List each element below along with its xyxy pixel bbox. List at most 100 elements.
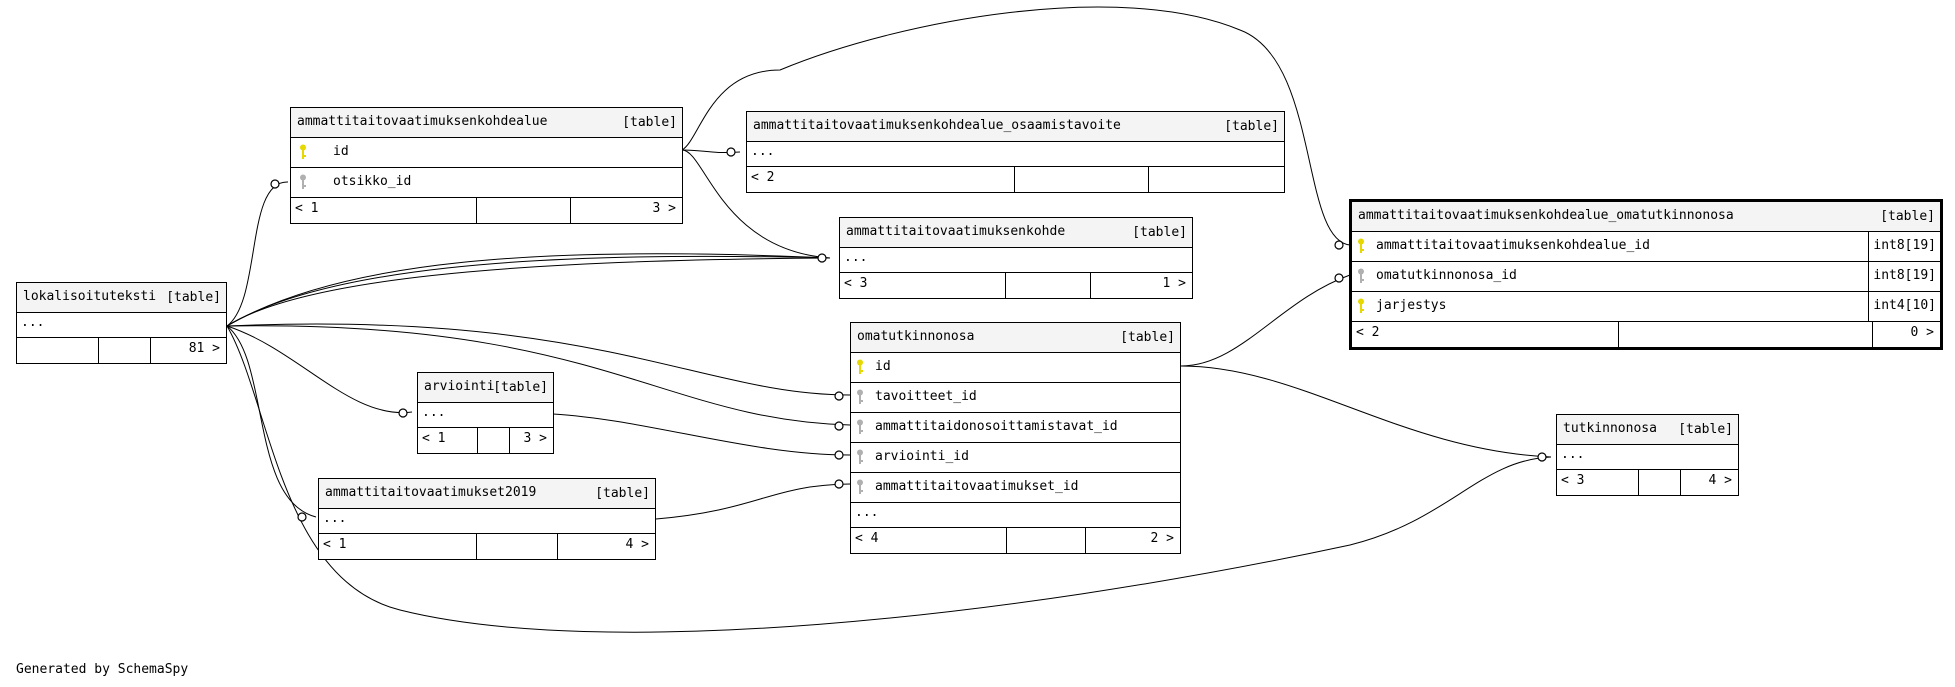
columns-ellipsis: ... xyxy=(747,142,1284,167)
crowfoot-circle xyxy=(726,147,736,157)
table-header: arviointi [table] xyxy=(418,373,553,403)
parents-count: < 4 xyxy=(855,531,879,546)
column-name: otsikko_id xyxy=(333,174,412,189)
table-type: [table] xyxy=(1120,330,1175,345)
table-footer: < 4 2 > xyxy=(851,528,1180,553)
table-name: omatutkinnonosa xyxy=(857,329,975,344)
key-icon xyxy=(857,479,863,494)
key-icon xyxy=(1358,268,1364,283)
column-type: int4[10] xyxy=(1868,292,1940,321)
generated-by-credit: Generated by SchemaSpy xyxy=(16,662,189,677)
table-name: ammattitaitovaatimuksenkohde xyxy=(846,224,1066,239)
table-footer: < 1 3 > xyxy=(418,428,553,453)
key-icon xyxy=(857,359,863,374)
edge-kohdealue-otsikko xyxy=(226,181,289,327)
parents-count: < 1 xyxy=(422,431,446,446)
key-icon xyxy=(1358,298,1364,313)
edge-lok-ammattitaitovaatimukset2019 xyxy=(226,325,317,518)
parents-count: < 1 xyxy=(295,201,319,216)
key-icon xyxy=(300,174,306,189)
edge-lok-kohde-1 xyxy=(226,257,831,327)
column-row: ammattitaidonosoittamistavat_id xyxy=(851,413,1180,443)
table-footer: < 1 4 > xyxy=(319,534,655,559)
table-header: ammattitaitovaatimuksenkohdealue_osaamis… xyxy=(747,112,1284,142)
column-row: jarjestys int4[10] xyxy=(1352,292,1940,322)
crowfoot-circle xyxy=(398,408,408,418)
table-kohde[interactable]: ammattitaitovaatimuksenkohde [table] ...… xyxy=(839,217,1193,299)
table-omatutkinnonosa[interactable]: omatutkinnonosa [table] id tavoitteet_id… xyxy=(850,322,1181,554)
children-count: 1 > xyxy=(1162,276,1186,291)
column-name: ammattitaitovaatimuksenkohdealue_id xyxy=(1376,238,1650,253)
edge-lok-kohde-3 xyxy=(226,253,831,327)
parents-count: < 3 xyxy=(844,276,868,291)
table-kohdealue[interactable]: ammattitaitovaatimuksenkohdealue [table]… xyxy=(290,107,683,224)
crowfoot-circle xyxy=(1334,273,1344,283)
key-icon xyxy=(1358,238,1364,253)
table-tutkinnonosa[interactable]: tutkinnonosa [table] ... < 3 4 > xyxy=(1556,414,1739,496)
children-count: 0 > xyxy=(1910,325,1934,340)
table-name: tutkinnonosa xyxy=(1563,421,1657,436)
edge-kohdealue-kohde xyxy=(681,149,831,259)
edge-kohdealue-link xyxy=(681,6,1351,246)
table-footer: < 3 4 > xyxy=(1557,470,1738,495)
table-type: [table] xyxy=(1678,422,1733,437)
crowfoot-circle xyxy=(817,253,827,263)
crowfoot-circle xyxy=(270,179,280,189)
edge-omatutkinnonosa-link xyxy=(1180,274,1351,367)
column-type: int8[19] xyxy=(1868,262,1940,291)
crowfoot-circle xyxy=(834,421,844,431)
edge-arviointi-omatutkinnonosa xyxy=(552,413,851,456)
column-row: id xyxy=(851,353,1180,383)
edge-lok-tutkinnonosa xyxy=(226,325,1552,633)
columns-ellipsis: ... xyxy=(840,248,1192,273)
table-ammattitaitovaatimukset2019[interactable]: ammattitaitovaatimukset2019 [table] ... … xyxy=(318,478,656,560)
columns-ellipsis: ... xyxy=(319,509,655,534)
key-icon xyxy=(300,144,306,159)
parents-count: < 1 xyxy=(323,537,347,552)
table-name: ammattitaitovaatimuksenkohdealue xyxy=(297,114,548,129)
table-arviointi[interactable]: arviointi [table] ... < 1 3 > xyxy=(417,372,554,454)
crowfoot-circle xyxy=(1334,240,1344,250)
table-name: arviointi xyxy=(424,379,495,394)
children-count: 3 > xyxy=(652,201,676,216)
table-type: [table] xyxy=(595,486,650,501)
parents-count: < 2 xyxy=(751,170,775,185)
table-type: [table] xyxy=(1224,119,1279,134)
children-count: 81 > xyxy=(188,341,220,356)
table-type: [table] xyxy=(622,115,677,130)
column-row: arviointi_id xyxy=(851,443,1180,473)
edge-lok-arviointi xyxy=(226,325,413,414)
column-row: otsikko_id xyxy=(291,168,682,198)
table-type: [table] xyxy=(1880,209,1935,224)
column-name: tavoitteet_id xyxy=(875,389,977,404)
parents-count: < 2 xyxy=(1356,325,1380,340)
column-name: omatutkinnonosa_id xyxy=(1376,268,1517,283)
table-lokalisoituteksti[interactable]: lokalisoituteksti [table] ... 81 > xyxy=(16,282,227,364)
column-row: ammattitaitovaatimuksenkohdealue_id int8… xyxy=(1352,232,1940,262)
table-header: tutkinnonosa [table] xyxy=(1557,415,1738,445)
table-footer: < 3 1 > xyxy=(840,273,1192,298)
table-name: lokalisoituteksti xyxy=(23,289,157,304)
crowfoot-circle xyxy=(297,512,307,522)
column-name: ammattitaidonosoittamistavat_id xyxy=(875,419,1118,434)
column-row: tavoitteet_id xyxy=(851,383,1180,413)
edge-omatutkinnonosa-tutkinnonosa xyxy=(1180,365,1552,458)
columns-ellipsis: ... xyxy=(1557,445,1738,470)
crowfoot-circle xyxy=(834,479,844,489)
table-header: ammattitaitovaatimukset2019 [table] xyxy=(319,479,655,509)
table-type: [table] xyxy=(166,290,221,305)
crowfoot-circle xyxy=(834,391,844,401)
column-row: ammattitaitovaatimukset_id xyxy=(851,473,1180,503)
edge-lok-kohde-2 xyxy=(226,255,831,327)
columns-ellipsis: ... xyxy=(418,403,553,428)
table-header: ammattitaitovaatimuksenkohde [table] xyxy=(840,218,1192,248)
key-icon xyxy=(857,449,863,464)
table-header: ammattitaitovaatimuksenkohdealue [table] xyxy=(291,108,682,138)
table-osaamistavoite[interactable]: ammattitaitovaatimuksenkohdealue_osaamis… xyxy=(746,111,1285,193)
children-count: 4 > xyxy=(1708,473,1732,488)
table-type: [table] xyxy=(493,380,548,395)
column-row: id xyxy=(291,138,682,168)
table-kohdealue-omatutkinnonosa[interactable]: ammattitaitovaatimuksenkohdealue_omatutk… xyxy=(1349,199,1943,350)
column-name: id xyxy=(875,359,891,374)
